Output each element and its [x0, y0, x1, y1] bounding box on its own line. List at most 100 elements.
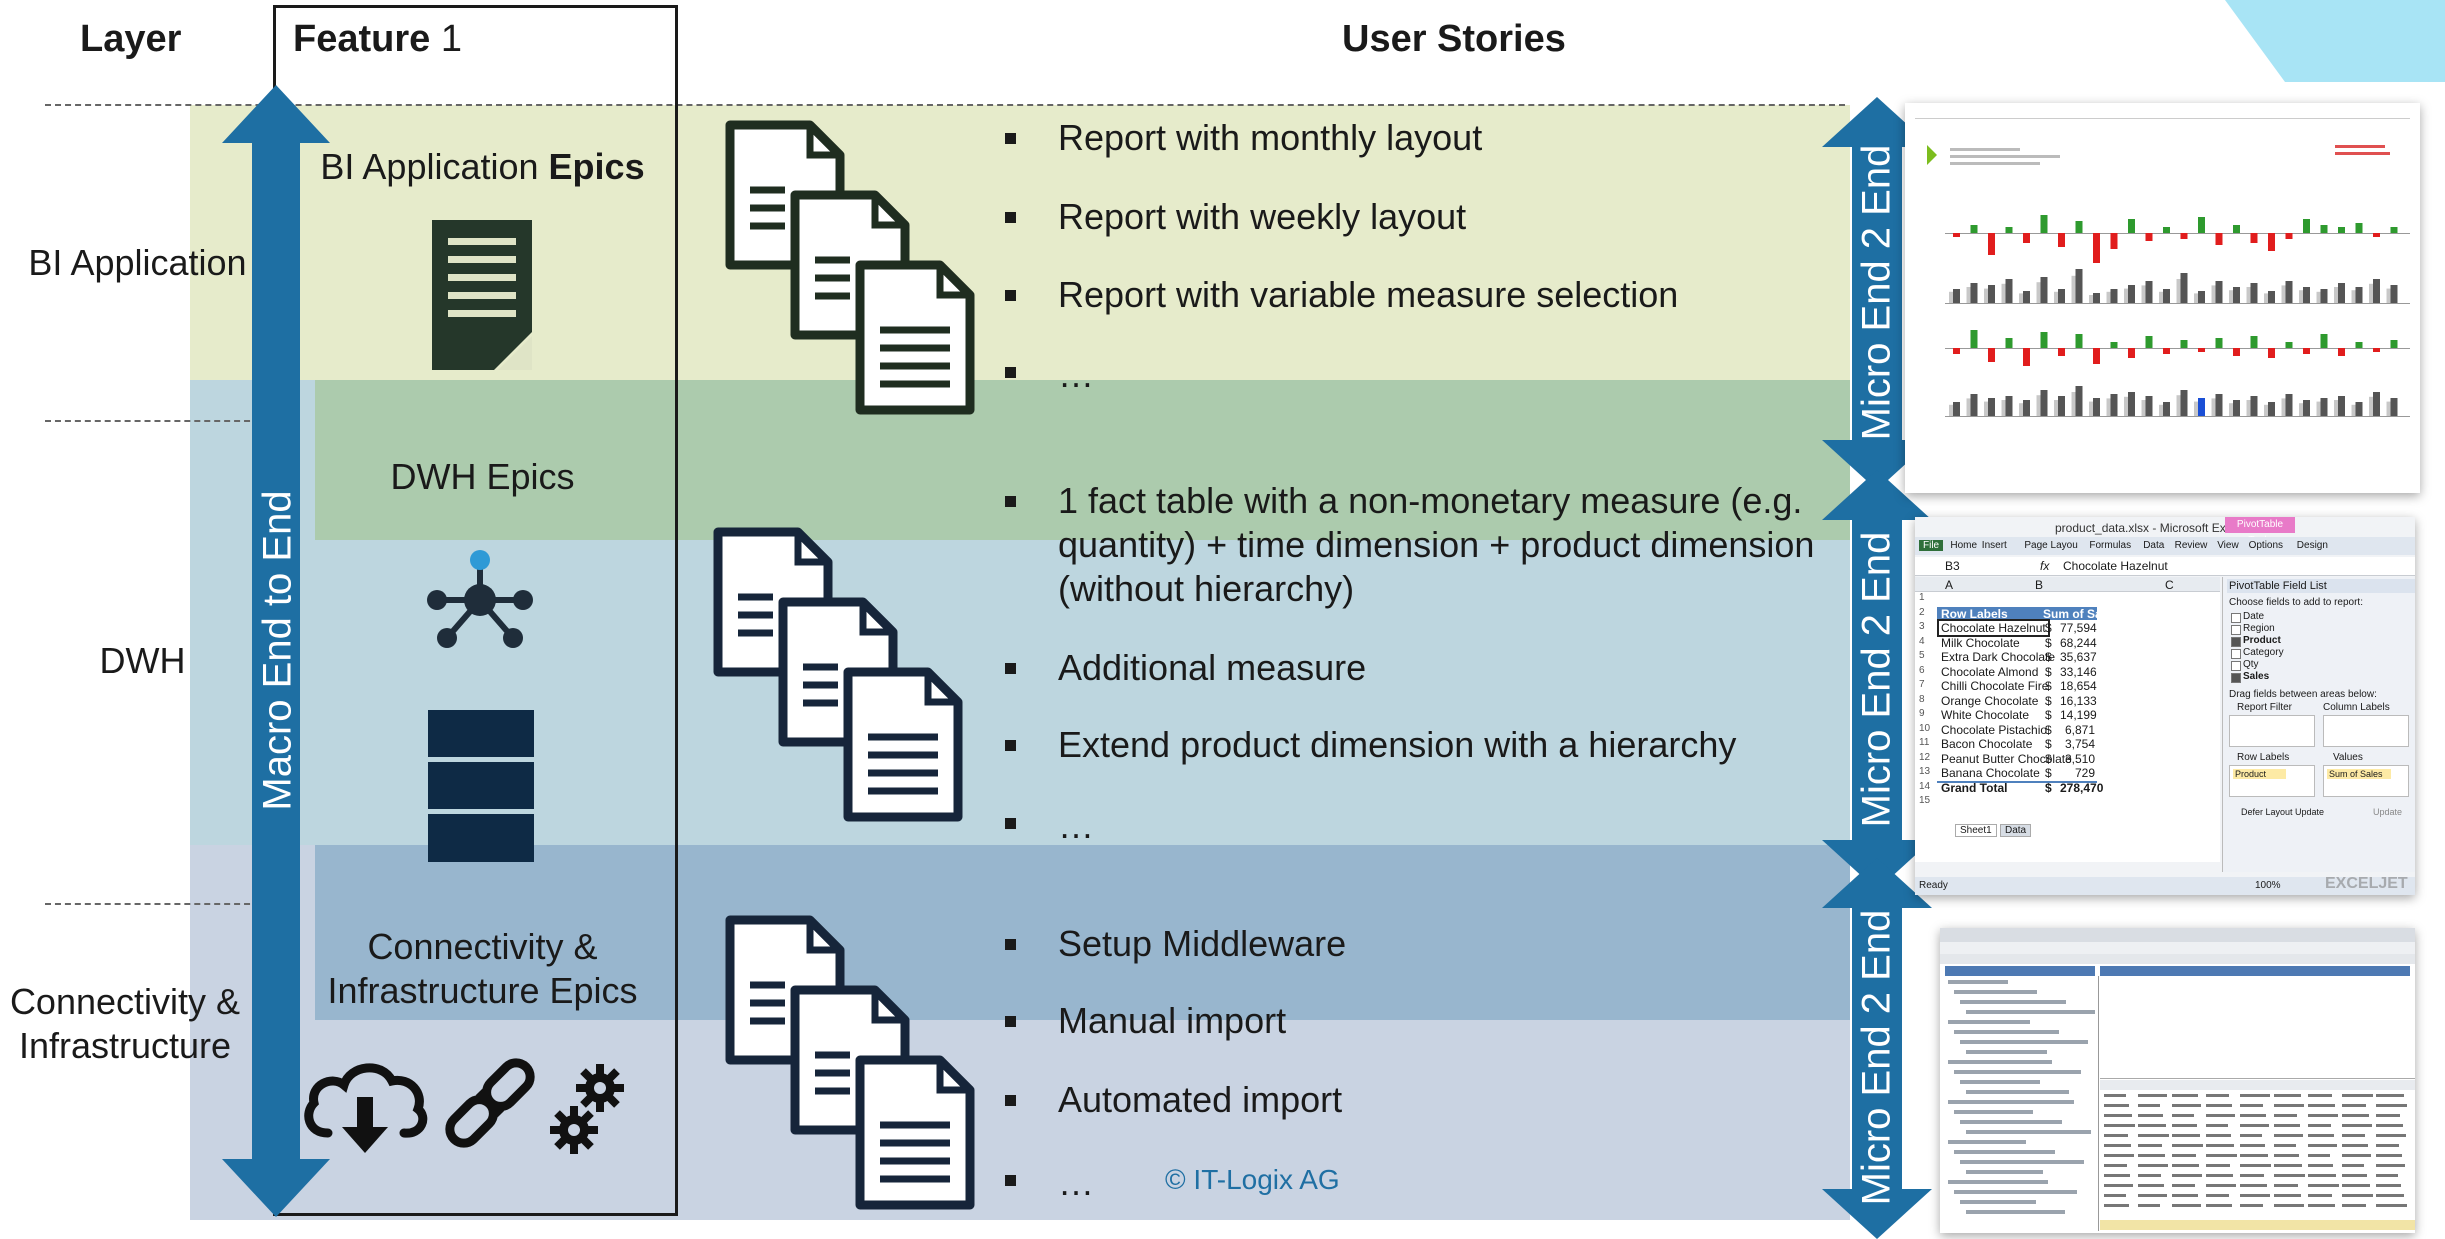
grid-cell	[2104, 1134, 2128, 1137]
bar	[2215, 394, 2223, 416]
field-name[interactable]: Region	[2243, 623, 2275, 634]
pivot-row-value: 16,133	[2060, 693, 2097, 708]
ribbon-tab[interactable]: Insert	[1981, 540, 2007, 551]
ribbon-tab[interactable]: File	[1919, 540, 1944, 551]
field-checkbox[interactable]	[2231, 649, 2241, 659]
stacked-documents-icon-dwh	[713, 527, 963, 822]
sheet-tab[interactable]: Sheet1	[1955, 824, 1997, 837]
field-name[interactable]: Qty	[2243, 659, 2259, 670]
bar	[2093, 293, 2100, 303]
row-number: 3	[1919, 621, 1925, 632]
grid-cell	[2104, 1164, 2127, 1167]
row-number: 8	[1919, 693, 1925, 705]
bar-previous	[2071, 275, 2078, 303]
grid-cell	[2376, 1144, 2399, 1147]
bar	[2373, 392, 2380, 416]
grid-cell	[2308, 1104, 2335, 1107]
field-name[interactable]: Date	[2243, 611, 2265, 622]
grid-cell	[2308, 1134, 2334, 1137]
grid-cell	[2308, 1164, 2333, 1167]
bar-previous	[2316, 401, 2323, 416]
bullet	[1005, 133, 1016, 144]
copyright: © IT-Logix AG	[1165, 1164, 1340, 1195]
field-name[interactable]: Sales	[2243, 671, 2270, 682]
bullet	[1005, 818, 1016, 829]
grid-cell	[2376, 1194, 2404, 1197]
field-checkbox[interactable]	[2231, 673, 2241, 683]
bar	[2355, 287, 2363, 303]
baseline	[1945, 348, 2410, 349]
pivot-row-value: 18,654	[2060, 679, 2097, 693]
story-conn-1: Setup Middleware	[1058, 923, 1347, 964]
story-bi-3: Report with variable measure selection	[1058, 274, 1679, 315]
grand-total-border	[1937, 780, 2097, 783]
tree-node	[1960, 1120, 2062, 1124]
bullet	[1005, 939, 1016, 950]
ribbon-tab[interactable]: Design	[2296, 540, 2328, 551]
pivot-row-label: Chocolate Almond	[1941, 664, 2039, 679]
field-checkbox[interactable]	[2231, 613, 2241, 623]
ribbon-tab[interactable]: Data	[2143, 540, 2165, 551]
tree-node	[1960, 1000, 2066, 1004]
formula-input[interactable]: Chocolate Hazelnut	[2063, 559, 2168, 573]
sheet-tab[interactable]: Data	[2000, 824, 2032, 837]
micro-label-connectivity: Micro End 2 End	[1854, 909, 1899, 1206]
bar-previous	[1966, 287, 1973, 303]
grid-cell	[2308, 1114, 2338, 1117]
ribbon-tab[interactable]: Formulas	[2089, 540, 2132, 551]
field-name[interactable]: Category	[2243, 647, 2284, 658]
tree-node	[1948, 1020, 2030, 1024]
tree-node	[1966, 1090, 2069, 1094]
bar	[2058, 289, 2065, 303]
feature-header-number: 1	[430, 18, 462, 60]
bullet	[1005, 740, 1016, 751]
row-number: 7	[1919, 679, 1925, 690]
column-labels-area[interactable]	[2323, 715, 2409, 747]
field-checkbox[interactable]	[2231, 637, 2241, 647]
name-box[interactable]: B3	[1945, 559, 1960, 573]
row-field-chip[interactable]: Product	[2233, 769, 2287, 779]
values-field-chip[interactable]: Sum of Sales	[2327, 769, 2391, 779]
bar	[2163, 227, 2170, 233]
pivot-row-label: Chocolate Pistachio	[1941, 722, 2048, 737]
field-checkbox[interactable]	[2231, 625, 2241, 635]
grand-total-value: 278,470	[2060, 780, 2104, 795]
grid-cell	[2342, 1184, 2370, 1187]
ribbon-tab[interactable]: View	[2217, 540, 2239, 551]
ribbon-tab[interactable]: Page Layou	[2024, 540, 2078, 551]
bar-previous	[2019, 293, 2025, 303]
tree-node	[1948, 1060, 2052, 1064]
field-name[interactable]: Product	[2243, 635, 2281, 646]
grid-cell	[2206, 1144, 2234, 1147]
status-ready: Ready	[1919, 880, 1948, 891]
currency-symbol: $	[2045, 708, 2052, 722]
pivot-tools-tab: PivotTable Tools	[2225, 517, 2295, 546]
grid-cell	[2172, 1184, 2195, 1187]
grid-cell	[2274, 1164, 2302, 1167]
grid-cell	[2342, 1194, 2373, 1197]
bar	[2145, 396, 2153, 416]
bar-previous	[2386, 401, 2393, 416]
bar	[2303, 287, 2310, 303]
bar-previous	[2281, 285, 2288, 303]
defer-layout-label[interactable]: Defer Layout Update	[2241, 807, 2325, 817]
bullet	[1005, 212, 1016, 223]
row-number: 10	[1919, 722, 1931, 734]
field-checkbox[interactable]	[2231, 661, 2241, 671]
layer-header: Layer	[80, 18, 182, 60]
report-filter-area[interactable]	[2229, 715, 2315, 747]
grid-cell	[2376, 1154, 2402, 1157]
ribbon-tab[interactable]: Review	[2174, 540, 2208, 551]
ribbon-tab[interactable]: Options	[2248, 540, 2284, 551]
bullet	[1005, 290, 1016, 301]
update-button[interactable]: Update	[2373, 807, 2403, 817]
ribbon-tab[interactable]: Home	[1950, 540, 1978, 551]
bar-previous	[2299, 403, 2305, 416]
exceljet-watermark: EXCELJET	[2325, 875, 2408, 892]
bar	[2075, 221, 2083, 233]
grid-cell	[2172, 1174, 2202, 1177]
connectivity-epic-overlap-band	[315, 845, 1850, 1020]
bar-previous	[2246, 400, 2253, 416]
row-number: 9	[1919, 708, 1925, 719]
currency-symbol: $	[2045, 679, 2052, 693]
